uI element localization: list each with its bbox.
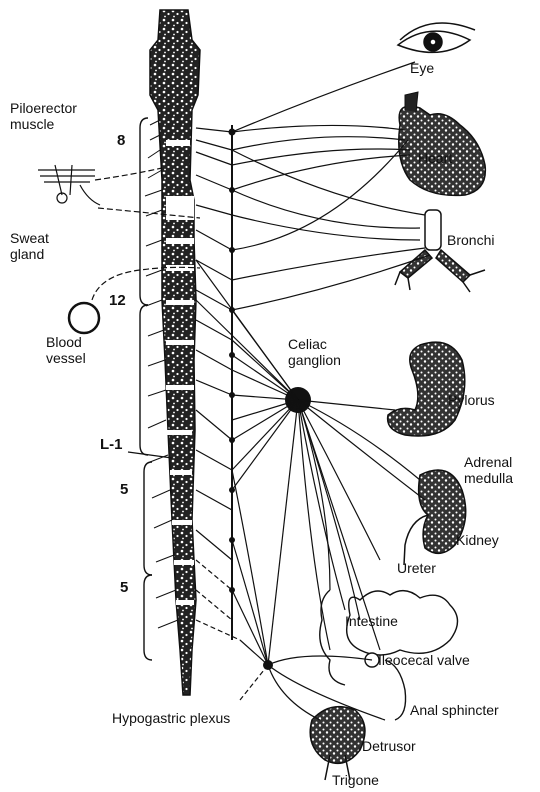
blood-vessel-circle bbox=[69, 303, 99, 333]
label-blood-vessel: Blood vessel bbox=[46, 334, 86, 366]
label-trigone: Trigone bbox=[332, 772, 379, 788]
segment-label-5a: 5 bbox=[120, 482, 128, 498]
label-eye: Eye bbox=[410, 60, 434, 76]
celiac-input-fibers bbox=[196, 260, 298, 490]
label-intestine: Intestine bbox=[345, 613, 398, 629]
spinal-cord bbox=[150, 10, 200, 695]
label-hypogastric-plexus: Hypogastric plexus bbox=[112, 710, 230, 726]
label-detrusor: Detrusor bbox=[362, 738, 416, 754]
bladder-drawing bbox=[310, 707, 365, 780]
label-adrenal-medulla: Adrenal medulla bbox=[464, 454, 513, 486]
rami-communicantes bbox=[196, 128, 240, 640]
eye-drawing bbox=[398, 23, 475, 52]
label-piloerector-muscle: Piloerector muscle bbox=[10, 100, 77, 132]
label-anal-sphincter: Anal sphincter bbox=[410, 702, 499, 718]
segment-label-5b: 5 bbox=[120, 580, 128, 596]
kidney-drawing bbox=[404, 470, 466, 565]
label-ureter: Ureter bbox=[397, 560, 436, 576]
bronchi-drawing bbox=[395, 210, 485, 292]
label-bronchi: Bronchi bbox=[447, 232, 494, 248]
label-kidney: Kidney bbox=[456, 532, 499, 548]
label-heart: Heart bbox=[418, 150, 452, 166]
label-pylorus: Pylorus bbox=[448, 392, 495, 408]
stomach-drawing bbox=[388, 342, 465, 436]
heart-drawing bbox=[399, 92, 486, 195]
segment-brackets bbox=[140, 118, 152, 660]
label-sweat-gland: Sweat gland bbox=[10, 230, 49, 262]
label-ileocecal-valve: Ileocecal valve bbox=[378, 652, 470, 668]
label-celiac-ganglion: Celiac ganglion bbox=[288, 336, 341, 368]
segment-label-l1: L-1 bbox=[100, 437, 123, 453]
segment-label-12: 12 bbox=[109, 293, 126, 309]
segment-label-8: 8 bbox=[117, 133, 125, 149]
